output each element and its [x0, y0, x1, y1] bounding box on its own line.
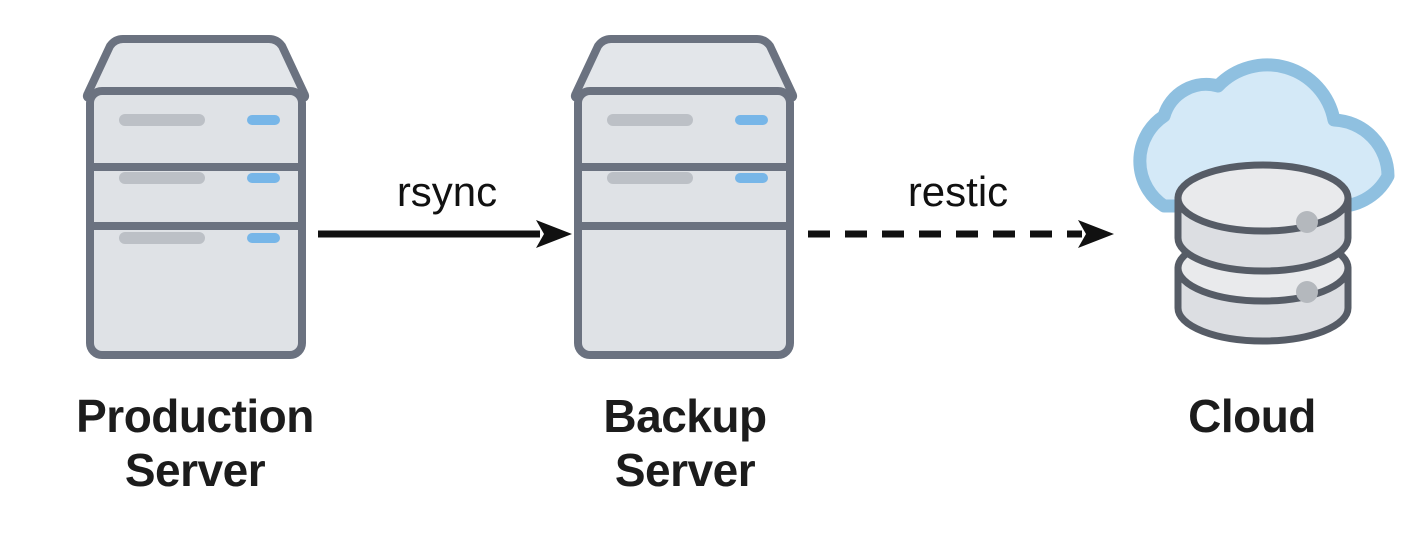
edge-label-rsync: rsync	[396, 168, 498, 215]
server-icon	[570, 35, 798, 359]
node-backup-server[interactable]	[568, 25, 800, 365]
label-production-server: Production Server	[76, 390, 314, 496]
server-icon	[82, 35, 310, 359]
database-icon	[1174, 161, 1352, 345]
arrow-dashed-icon	[808, 220, 1114, 248]
label-cloud-storage: Cloud	[1188, 390, 1316, 442]
edge-restic	[808, 218, 1118, 250]
edge-rsync	[318, 218, 576, 250]
label-backup-server: Backup Server	[603, 390, 767, 496]
arrow-solid-icon	[318, 220, 572, 248]
edge-label-restic: restic	[907, 168, 1009, 215]
node-production-server[interactable]	[80, 25, 312, 365]
cloud-icon	[1133, 58, 1395, 213]
node-cloud-storage[interactable]	[1092, 22, 1412, 345]
